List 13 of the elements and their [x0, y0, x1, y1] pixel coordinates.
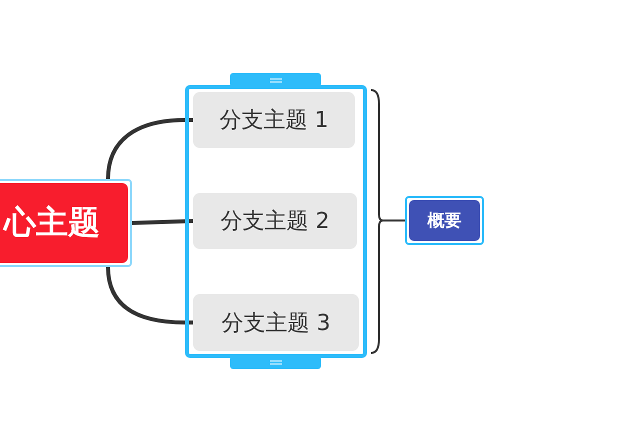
node-text: 心主题 — [4, 202, 100, 243]
node-text: 概要 — [428, 210, 462, 232]
summary-brace — [370, 89, 406, 354]
branch-topic-box — [193, 92, 355, 148]
branch-topic-box — [193, 193, 357, 249]
connector-line — [106, 266, 193, 324]
node-text: 分支主题 2 — [220, 208, 330, 236]
node-text: 分支主题 3 — [222, 310, 330, 338]
node-text: 分支主题 1 — [220, 107, 328, 135]
selection-frame — [185, 85, 367, 358]
branch-topic-box — [193, 294, 359, 351]
connector-line — [106, 118, 193, 180]
connector-line — [132, 219, 194, 225]
